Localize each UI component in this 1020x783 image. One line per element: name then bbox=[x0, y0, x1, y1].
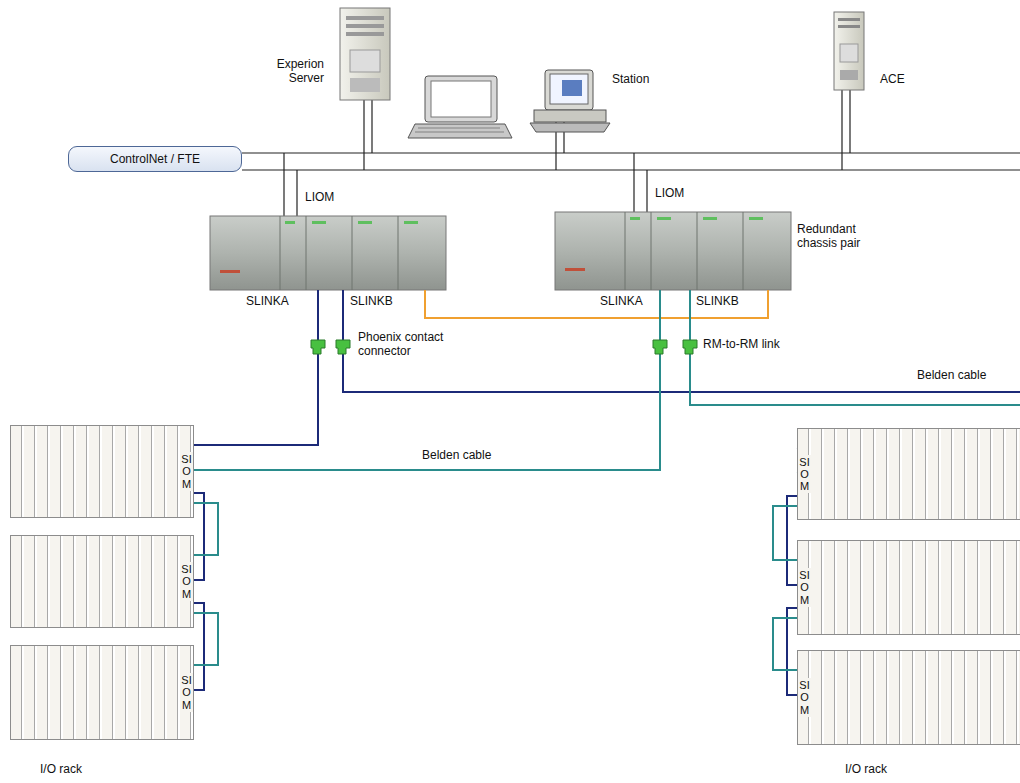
cable bbox=[194, 493, 204, 580]
cable bbox=[194, 603, 204, 690]
part-label: SLINKA bbox=[246, 294, 289, 308]
module-name: SIOM bbox=[180, 452, 193, 490]
module-name: SIOM bbox=[798, 678, 811, 716]
cable bbox=[787, 496, 797, 585]
part-label: SLINKB bbox=[350, 294, 393, 308]
part-label: Belden cable bbox=[420, 448, 493, 462]
module-name: SIOM bbox=[798, 568, 811, 606]
io-rack: SIOM bbox=[797, 650, 1020, 745]
part-label: SLINKB bbox=[696, 294, 739, 308]
network-bus: ControlNet / FTE bbox=[68, 146, 242, 172]
workstation-icon bbox=[530, 70, 610, 132]
server-icon bbox=[340, 8, 390, 100]
io-rack: SIOM bbox=[10, 645, 194, 740]
part-label: I/O rack bbox=[40, 762, 82, 776]
part-label: I/O rack bbox=[845, 762, 887, 776]
part-label: RM-to-RM link bbox=[703, 337, 780, 351]
io-rack: SIOM bbox=[10, 535, 194, 628]
module-name: SIOM bbox=[180, 562, 193, 600]
cable bbox=[194, 503, 218, 555]
cable bbox=[787, 608, 797, 695]
part-label: LIOM bbox=[305, 190, 334, 204]
controller-chassis bbox=[555, 212, 791, 290]
part-label: Redundant chassis pair bbox=[797, 222, 892, 250]
part-label: Phoenix contact connector bbox=[358, 330, 468, 358]
part-label: SLINKA bbox=[600, 294, 643, 308]
cable bbox=[194, 613, 218, 665]
module-name: SIOM bbox=[798, 455, 811, 493]
part-label: Station bbox=[612, 72, 649, 86]
part-label: LIOM bbox=[655, 186, 684, 200]
cable bbox=[773, 506, 797, 560]
module-name: SIOM bbox=[180, 673, 193, 711]
controller-chassis bbox=[210, 216, 446, 290]
part-label: ACE bbox=[880, 72, 905, 86]
ace-server-icon bbox=[834, 12, 864, 90]
cable bbox=[773, 618, 797, 670]
part-label: Experion Server bbox=[252, 57, 324, 85]
laptop-icon bbox=[408, 76, 512, 138]
part-label: Belden cable bbox=[915, 368, 988, 382]
io-rack: SIOM bbox=[10, 425, 194, 518]
io-rack: SIOM bbox=[797, 540, 1020, 635]
bus-label: ControlNet / FTE bbox=[110, 152, 200, 166]
io-rack: SIOM bbox=[797, 428, 1020, 520]
